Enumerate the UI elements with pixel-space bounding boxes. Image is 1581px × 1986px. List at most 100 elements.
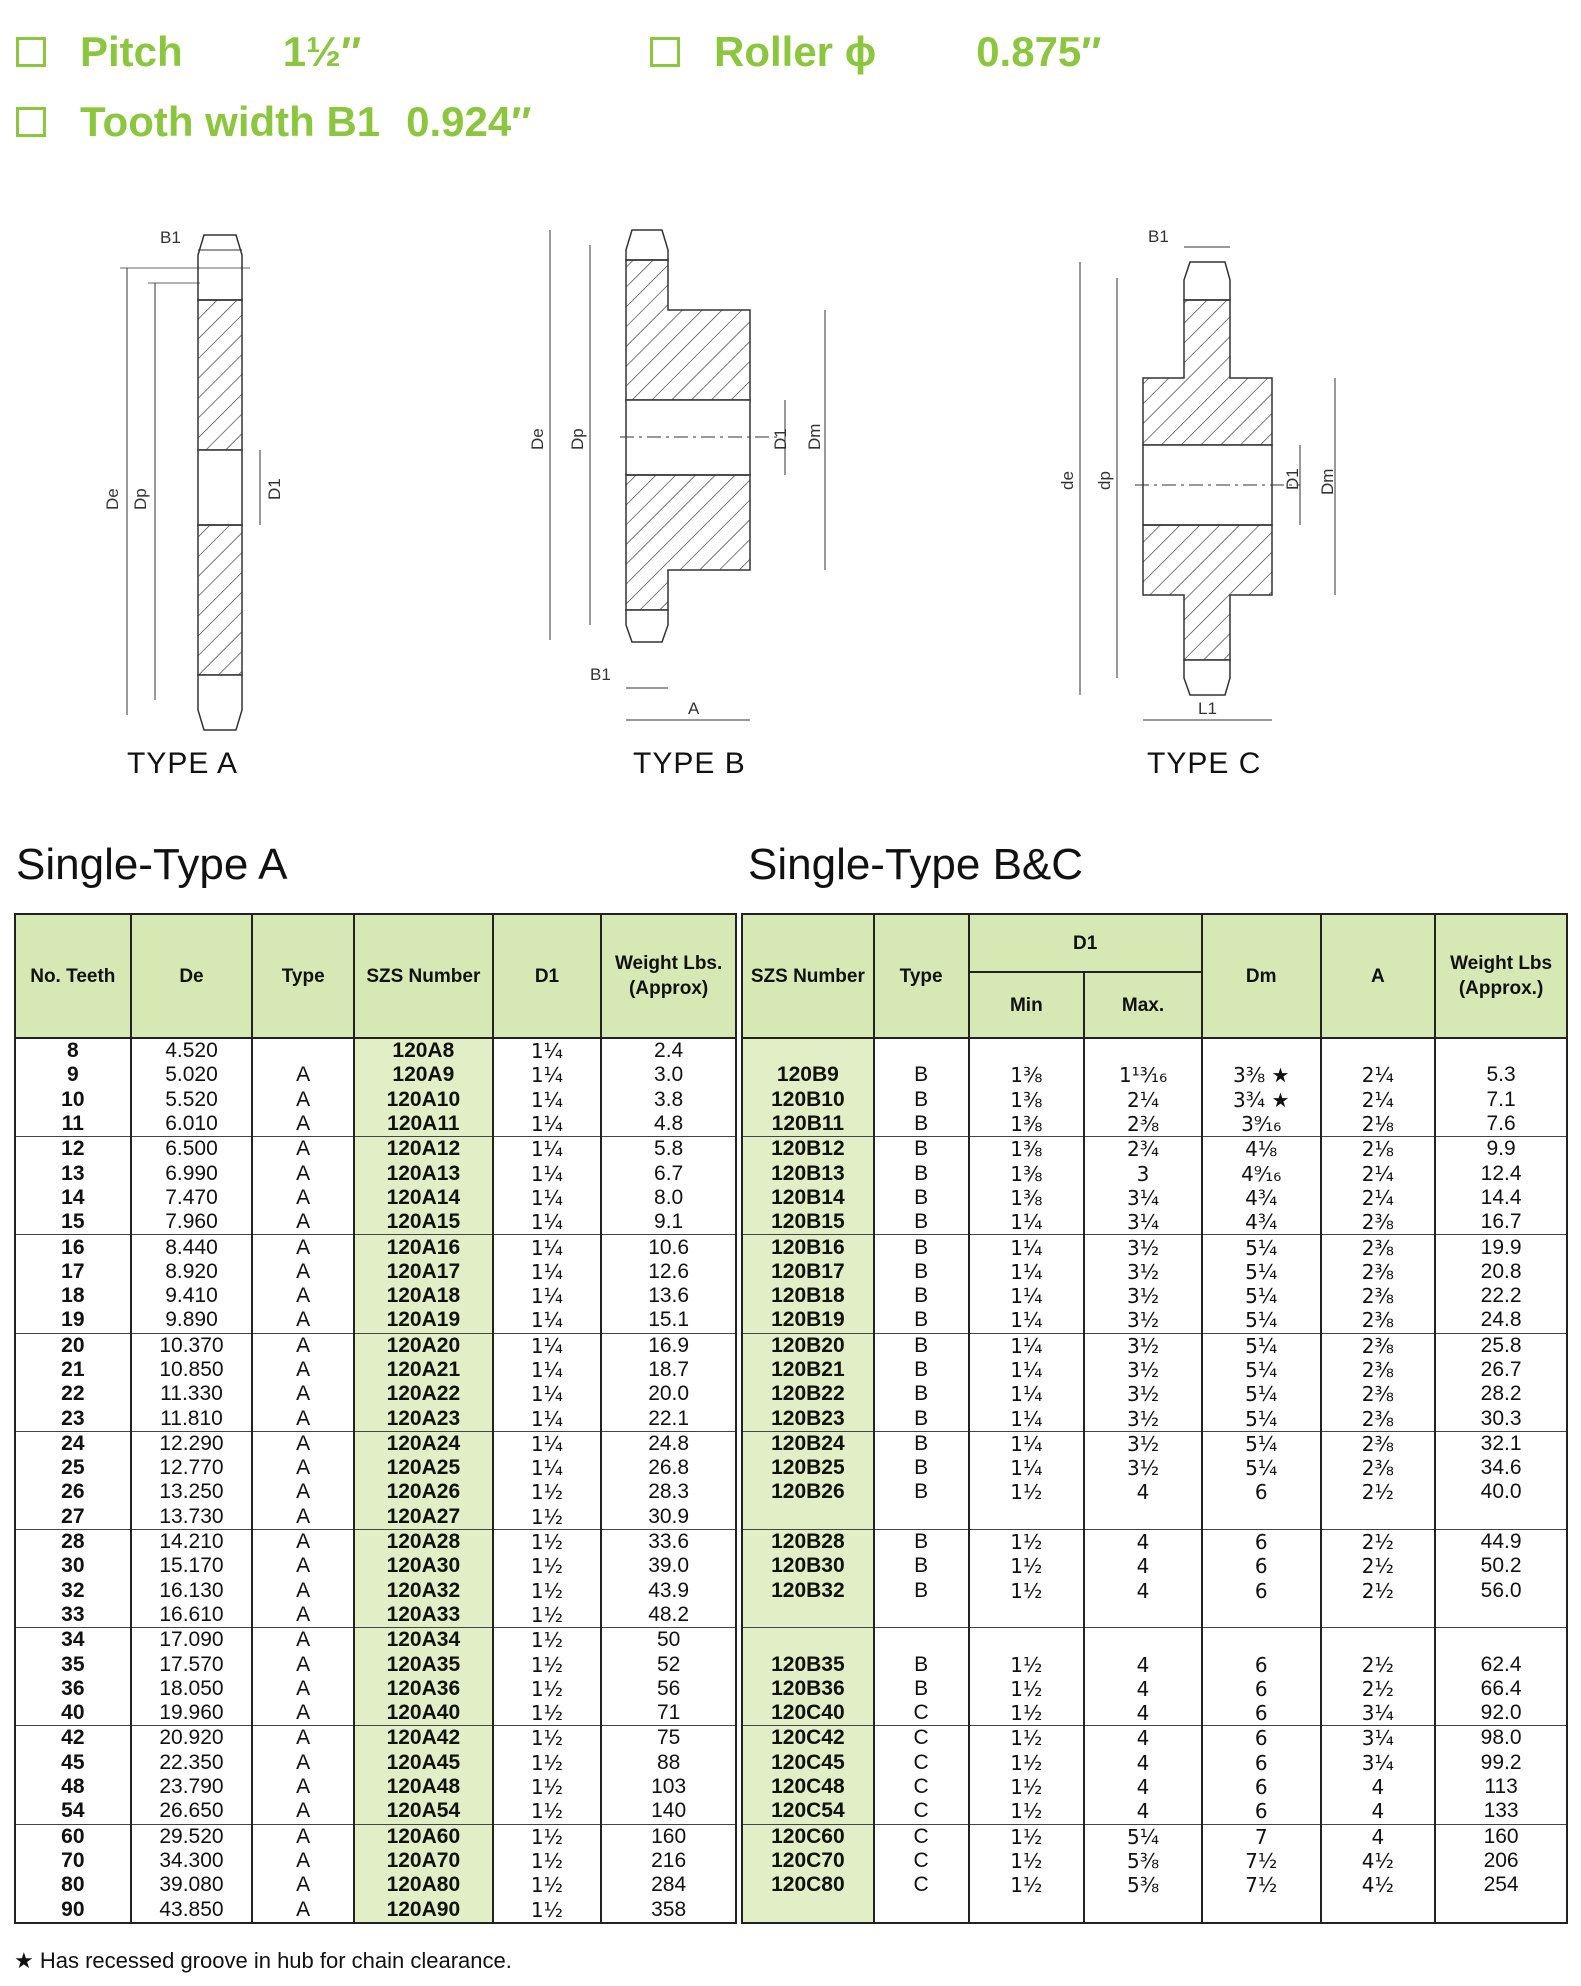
cell-d1-max: 3 xyxy=(1083,1161,1203,1186)
header-bc-dm: Dm xyxy=(1200,913,1322,1039)
type-c-d1-label: D1 xyxy=(1283,468,1302,490)
cell-dm: 6 xyxy=(1200,1652,1322,1677)
cell-a: 2⅜ xyxy=(1319,1332,1437,1358)
roller-value: 0.875″ xyxy=(976,28,1102,75)
cell-weight: 22.2 xyxy=(1434,1283,1568,1309)
cell-a: 2¼ xyxy=(1319,1161,1437,1186)
cell-d1: 1¼ xyxy=(491,1332,603,1358)
cell-szs-number: 120B30 xyxy=(741,1554,875,1579)
cell-dm: 4¾ xyxy=(1200,1210,1322,1235)
cell-d1: 1½ xyxy=(491,1676,603,1702)
cell-no-teeth: 48 xyxy=(14,1774,132,1800)
cell-d1-max: 3¼ xyxy=(1083,1210,1203,1235)
cell-d1: 1¼ xyxy=(491,1063,603,1088)
cell-dm: 7½ xyxy=(1200,1873,1322,1898)
cell-d1-min: 1½ xyxy=(967,1701,1086,1726)
cell-de: 7.470 xyxy=(129,1185,254,1211)
cell-dm: 4⁹⁄₁₆ xyxy=(1200,1161,1322,1186)
cell-de: 8.440 xyxy=(129,1234,254,1260)
cell-dm: 6 xyxy=(1200,1701,1322,1726)
cell-de: 34.300 xyxy=(129,1848,254,1874)
type-c-label: TYPE C xyxy=(1147,747,1262,780)
cell-szs-number: 120B10 xyxy=(741,1087,875,1112)
cell-dm xyxy=(1200,1504,1322,1530)
cell-d1-max: 4 xyxy=(1083,1774,1203,1800)
header-bc-d1-max: Max. xyxy=(1083,971,1203,1039)
cell-type: A xyxy=(251,1234,356,1260)
cell-a: 2⅜ xyxy=(1319,1308,1437,1334)
cell-szs-number xyxy=(741,1627,875,1653)
pitch-checkbox[interactable] xyxy=(16,37,46,67)
cell-de: 43.850 xyxy=(129,1897,254,1924)
cell-type: A xyxy=(251,1185,356,1211)
cell-no-teeth: 11 xyxy=(14,1111,132,1137)
cell-d1-max: 3½ xyxy=(1083,1456,1203,1481)
cell-dm: 6 xyxy=(1200,1480,1322,1505)
cell-d1-min: 1½ xyxy=(967,1578,1086,1603)
tooth-width-checkbox[interactable] xyxy=(16,107,46,137)
cell-szs-number: 120B36 xyxy=(741,1676,875,1702)
roller-checkbox[interactable] xyxy=(650,37,680,67)
cell-a xyxy=(1319,1504,1437,1530)
table-row xyxy=(741,1602,1568,1628)
header-no-teeth: No. Teeth xyxy=(14,913,132,1039)
cell-type: A xyxy=(251,1136,356,1162)
cell-a: 2⅜ xyxy=(1319,1234,1437,1260)
cell-szs-number: 120B21 xyxy=(741,1357,875,1383)
cell-weight xyxy=(1434,1038,1568,1064)
cell-szs-number: 120B16 xyxy=(741,1234,875,1260)
cell-szs-number: 120A24 xyxy=(353,1430,494,1457)
cell-szs-number xyxy=(741,1038,875,1064)
cell-a: 2⅜ xyxy=(1319,1210,1437,1235)
cell-type: B xyxy=(872,1087,970,1112)
cell-type: B xyxy=(872,1430,970,1457)
cell-weight: 28.3 xyxy=(600,1480,737,1505)
cell-szs-number: 120A70 xyxy=(353,1848,494,1874)
cell-type: C xyxy=(872,1848,970,1874)
cell-d1-max: 3½ xyxy=(1083,1308,1203,1334)
type-c-l1-label: L1 xyxy=(1198,699,1217,718)
cell-szs-number: 120A42 xyxy=(353,1725,494,1751)
cell-weight: 16.7 xyxy=(1434,1210,1568,1235)
cell-weight: 5.3 xyxy=(1434,1063,1568,1088)
cell-d1-min: 1½ xyxy=(967,1750,1086,1775)
cell-d1: 1½ xyxy=(491,1799,603,1824)
table-row xyxy=(741,1038,1568,1064)
cell-type: A xyxy=(251,1823,356,1849)
cell-weight: 9.9 xyxy=(1434,1136,1568,1162)
cell-d1-min: 1½ xyxy=(967,1554,1086,1579)
type-a-label: TYPE A xyxy=(127,747,239,780)
cell-szs-number: 120C70 xyxy=(741,1848,875,1874)
cell-type xyxy=(251,1038,356,1064)
cell-de: 17.090 xyxy=(129,1627,254,1653)
type-b-b1-label: B1 xyxy=(590,665,611,684)
cell-weight: 3.0 xyxy=(600,1063,737,1088)
cell-type: A xyxy=(251,1554,356,1579)
cell-szs-number: 120A17 xyxy=(353,1259,494,1284)
cell-szs-number xyxy=(741,1897,875,1924)
cell-d1-min: 1½ xyxy=(967,1774,1086,1800)
cell-type: A xyxy=(251,1725,356,1751)
cell-d1: 1¼ xyxy=(491,1430,603,1457)
cell-de: 16.610 xyxy=(129,1602,254,1628)
cell-type xyxy=(872,1627,970,1653)
header-szs-number: SZS Number xyxy=(353,913,494,1039)
cell-a: 4 xyxy=(1319,1774,1437,1800)
cell-szs-number: 120B32 xyxy=(741,1578,875,1603)
cell-weight: 32.1 xyxy=(1434,1430,1568,1457)
cell-d1-max: 2¼ xyxy=(1083,1087,1203,1112)
cell-de: 17.570 xyxy=(129,1652,254,1677)
